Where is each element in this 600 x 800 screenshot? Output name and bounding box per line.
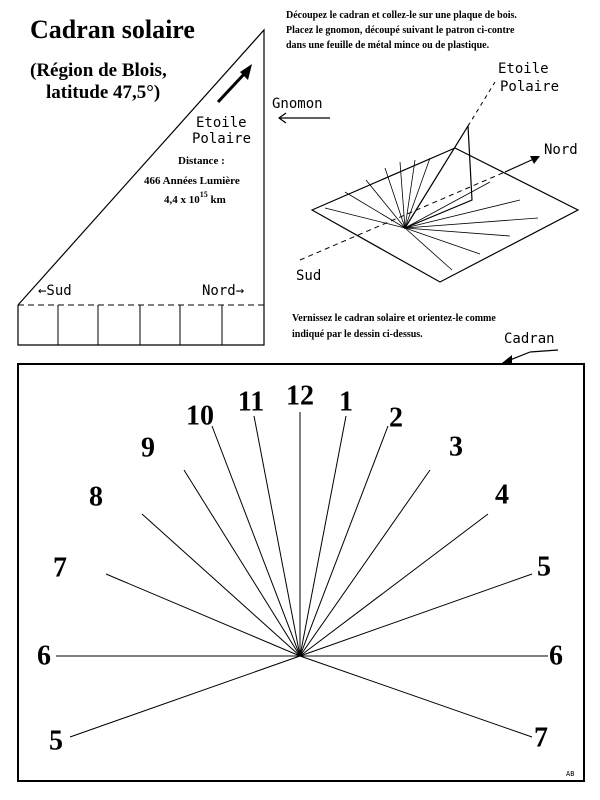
distance-km: 4,4 x 1015 km xyxy=(164,190,226,206)
north-label: Nord→ xyxy=(202,283,244,299)
region-line-1: (Région de Blois, xyxy=(30,60,167,81)
hour-line-left-5 xyxy=(69,655,301,738)
hour-line-7 xyxy=(299,415,347,657)
instruction-line: Découpez le cadran et collez-le sur une … xyxy=(286,10,517,21)
hour-label-6: 12 xyxy=(286,381,314,412)
perspective-plate xyxy=(310,147,580,283)
gnomon-pattern: Etoile Polaire Distance : 466 Années Lum… xyxy=(17,28,265,346)
perspective-south-label: Sud xyxy=(296,268,321,284)
north-axis-arrow xyxy=(504,157,537,173)
instructions-top: Découpez le cadran et collez-le sur une … xyxy=(286,10,517,51)
pattern-star-line-2: Polaire xyxy=(192,131,251,147)
gnomon-label: Gnomon xyxy=(272,96,323,112)
signature: AB xyxy=(566,770,574,778)
dial-border xyxy=(17,363,585,782)
hour-line-8 xyxy=(299,425,389,657)
hour-label-7: 1 xyxy=(339,387,353,418)
hour-label-3: 9 xyxy=(141,433,155,464)
dial-hour-lines xyxy=(56,412,548,738)
hour-label-11: 5 xyxy=(537,552,551,583)
distance-light-years: 466 Années Lumière xyxy=(144,175,240,187)
cadran-label-line xyxy=(529,349,559,353)
instruction-line: Placez le gnomon, découpé suivant le pat… xyxy=(286,25,515,36)
instruction-line: Vernissez le cadran solaire et orientez-… xyxy=(292,313,496,324)
gnomon-label-arrow-head xyxy=(277,112,287,124)
hour-label-8: 2 xyxy=(389,403,403,434)
cadran-label-arrow-head xyxy=(502,355,512,363)
hour-line-3 xyxy=(183,469,301,657)
hour-label-0: 6 xyxy=(37,641,51,672)
hour-label-1: 7 xyxy=(53,553,67,584)
polar-axis xyxy=(467,81,496,127)
perspective-gnomon xyxy=(403,124,473,230)
perspective-star-line-2: Polaire xyxy=(500,79,559,95)
polaris-arrow xyxy=(216,70,248,104)
perspective-north-label: Nord xyxy=(544,142,578,158)
hour-label-2: 8 xyxy=(89,482,103,513)
hour-line-11 xyxy=(299,573,533,657)
hour-label-left-5: 5 xyxy=(49,726,63,757)
hour-label-10: 4 xyxy=(495,480,509,511)
hour-label-9: 3 xyxy=(449,432,463,463)
pattern-star-line-1: Etoile xyxy=(196,115,247,131)
tab-slots xyxy=(57,305,223,345)
hour-line-1 xyxy=(105,573,301,657)
gnomon-outline xyxy=(17,28,265,346)
instruction-line: indiqué par le dessin ci-dessus. xyxy=(292,329,423,340)
region-line-2: latitude 47,5°) xyxy=(46,82,160,103)
hour-line-2 xyxy=(141,513,301,657)
perspective-drawing: Etoile Polaire Nord Sud xyxy=(296,61,580,284)
distance-label: Distance : xyxy=(178,155,225,167)
hour-label-right-7: 7 xyxy=(534,723,548,754)
hour-label-5: 11 xyxy=(238,387,264,418)
perspective-hour-lines xyxy=(324,157,539,271)
polaris-arrow-head xyxy=(240,64,252,80)
hour-line-9 xyxy=(299,469,431,657)
hour-label-12: 6 xyxy=(549,641,563,672)
hour-line-10 xyxy=(299,513,489,657)
hour-line-4 xyxy=(211,425,301,657)
hour-label-4: 10 xyxy=(186,401,214,432)
perspective-star-line-1: Etoile xyxy=(498,61,549,77)
page-title: Cadran solaire xyxy=(30,15,195,44)
instruction-line: dans une feuille de métal mince ou de pl… xyxy=(286,40,490,51)
north-axis-arrow-head xyxy=(530,156,540,164)
cadran-label: Cadran xyxy=(504,331,555,347)
north-south-axis xyxy=(299,171,506,261)
hour-line-right-7 xyxy=(299,655,533,738)
south-label: ←Sud xyxy=(38,283,72,299)
hour-line-5 xyxy=(253,415,301,657)
instructions-bottom: Vernissez le cadran solaire et orientez-… xyxy=(292,313,496,340)
